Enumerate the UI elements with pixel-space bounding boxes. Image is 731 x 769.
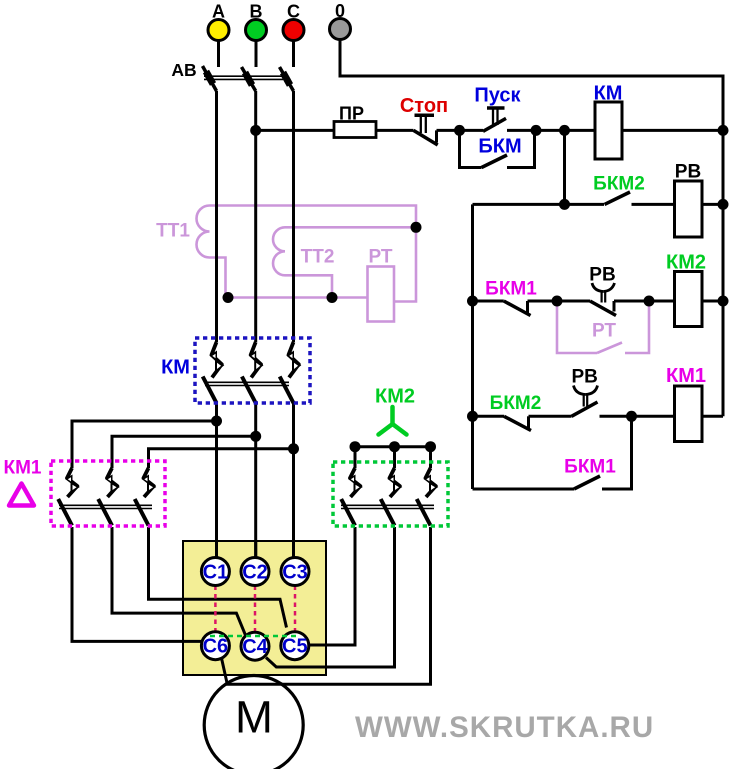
svg-text:КМ: КМ (594, 83, 623, 105)
svg-text:КМ2: КМ2 (375, 386, 415, 408)
svg-text:Пуск: Пуск (474, 85, 521, 107)
svg-text:КМ1: КМ1 (4, 458, 42, 479)
svg-text:РТ: РТ (368, 247, 392, 268)
svg-text:С: С (287, 2, 300, 22)
svg-text:C2: C2 (242, 562, 268, 584)
svg-text:БКМ2: БКМ2 (593, 174, 645, 195)
svg-text:C3: C3 (282, 562, 308, 584)
svg-text:АВ: АВ (171, 60, 196, 80)
svg-text:РВ: РВ (589, 265, 615, 286)
svg-text:C4: C4 (242, 636, 268, 658)
svg-text:РВ: РВ (571, 367, 597, 388)
svg-text:C6: C6 (203, 636, 229, 658)
svg-text:В: В (250, 2, 263, 22)
svg-text:БКМ: БКМ (478, 136, 521, 158)
svg-text:КМ: КМ (161, 357, 190, 379)
svg-text:ПР: ПР (339, 104, 364, 124)
svg-text:0: 0 (335, 1, 345, 21)
svg-text:БКМ2: БКМ2 (490, 393, 542, 414)
svg-text:Стоп: Стоп (400, 95, 448, 117)
svg-text:C1: C1 (203, 562, 229, 584)
svg-text:РВ: РВ (675, 162, 701, 183)
svg-text:ТТ1: ТТ1 (156, 221, 190, 242)
svg-text:M: M (235, 692, 273, 743)
svg-text:А: А (212, 2, 225, 22)
svg-text:WWW.SKRUTKA.RU: WWW.SKRUTKA.RU (355, 711, 654, 744)
svg-text:КМ1: КМ1 (666, 365, 706, 387)
svg-text:РТ: РТ (592, 321, 616, 342)
svg-text:БКМ1: БКМ1 (564, 457, 616, 478)
svg-text:C5: C5 (282, 636, 308, 658)
svg-text:БКМ1: БКМ1 (485, 279, 537, 300)
svg-text:ТТ2: ТТ2 (301, 247, 335, 268)
svg-text:КМ2: КМ2 (666, 252, 706, 274)
